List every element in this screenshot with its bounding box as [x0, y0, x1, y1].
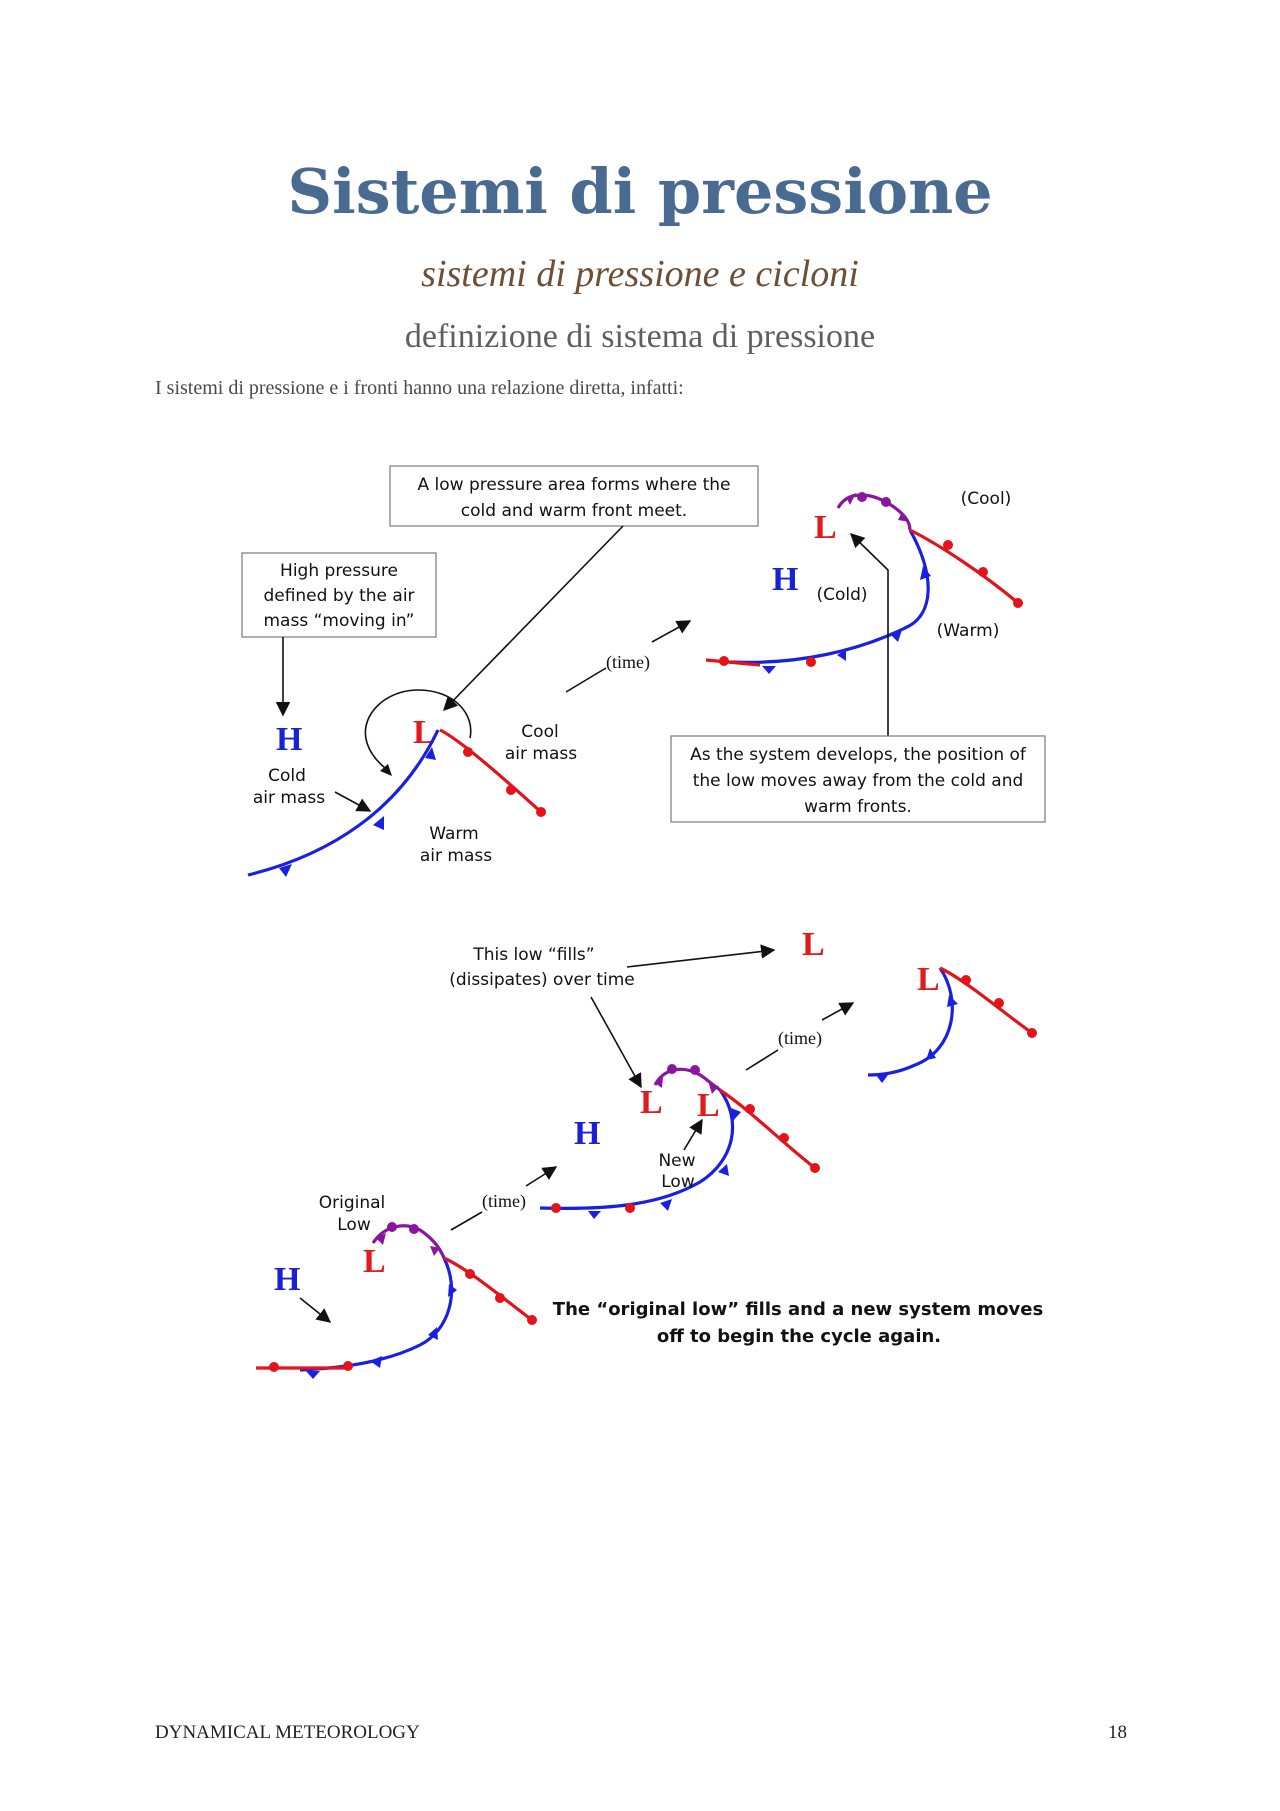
callout-high-pressure: High pressure defined by the air mass “m… [241, 552, 437, 638]
arrow-new-low [683, 1118, 703, 1151]
low-pressure-symbol-1: L [413, 714, 436, 751]
high-pressure-symbol-2: H [772, 561, 798, 598]
fills-label-2: (dissipates) over time [449, 970, 635, 990]
warm-front-2 [909, 528, 1020, 605]
section-heading: definizione di sistema di pressione [404, 318, 876, 355]
warm-label: (Warm) [937, 621, 1000, 641]
cool-air-mass-label-1: Cool [521, 722, 558, 742]
footer-running-title: DYNAMICAL METEOROLOGY [155, 1722, 420, 1743]
original-low-label-1: Original [319, 1193, 386, 1213]
warm-air-mass-label-2: air mass [420, 846, 492, 866]
cold-front-3 [539, 1089, 735, 1210]
callout-develops-line1: As the system develops, the position of [690, 745, 1027, 765]
callout-high-line3: mass “moving in” [264, 611, 415, 631]
occluded-front-4-marks [376, 1222, 440, 1256]
low-pressure-symbol-3b: L [697, 1087, 720, 1124]
warm-front-5-dots [961, 975, 1037, 1038]
cold-label: (Cold) [816, 585, 867, 605]
low-pressure-symbol-2: L [814, 509, 837, 546]
cold-front-5-teeth [876, 995, 958, 1083]
arrow-low-forms [442, 525, 624, 712]
warm-front-5 [939, 966, 1033, 1035]
cold-front-1 [247, 729, 440, 877]
warm-front-1-dots [463, 747, 546, 817]
warm-front-4 [443, 1256, 533, 1322]
cold-air-mass-label-1: Cold [268, 766, 306, 786]
high-pressure-symbol-4: H [274, 1261, 300, 1298]
high-pressure-symbol-3: H [574, 1115, 600, 1152]
low-pressure-symbol-4: L [363, 1243, 386, 1280]
time-arrow-2-tail [450, 1211, 483, 1231]
occluded-front-3-marks [655, 1064, 719, 1094]
rotation-arrow [364, 689, 472, 773]
cool-air-mass-label-2: air mass [505, 744, 577, 764]
time-arrow-3-head [821, 1002, 855, 1021]
arrow-high-4 [299, 1297, 332, 1323]
time-arrow-2-head [525, 1166, 558, 1187]
fills-label-1: This low “fills” [472, 945, 594, 965]
cool-label: (Cool) [961, 489, 1012, 509]
original-low-label-2: Low [337, 1215, 371, 1235]
arrow-develops [849, 532, 889, 736]
callout-high-line2: defined by the air [263, 586, 414, 606]
warm-air-mass-label-1: Warm [429, 824, 478, 844]
cold-front-1-teeth [279, 747, 436, 877]
warm-front-2-dots [719, 540, 1023, 667]
warm-front-4-dots [269, 1269, 537, 1372]
callout-develops-line3: warm fronts. [804, 797, 912, 817]
callout-low-forms: A low pressure area forms where the cold… [389, 465, 759, 527]
page-subtitle: sistemi di pressione e cicloni [421, 253, 859, 295]
callout-develops: As the system develops, the position of … [670, 735, 1046, 823]
time-arrow-3-tail [745, 1049, 779, 1071]
time-label-2: (time) [482, 1191, 526, 1212]
low-pressure-symbol-3a: L [640, 1084, 663, 1121]
arrow-fills-down [590, 996, 642, 1089]
cold-front-3-teeth [588, 1108, 741, 1219]
arrow-cold-air-mass [334, 791, 372, 812]
cold-air-mass-label-2: air mass [253, 788, 325, 808]
callout-low-forms-line2: cold and warm front meet. [461, 501, 687, 521]
callout-high-line1: High pressure [280, 561, 398, 581]
occluded-front-4 [371, 1224, 446, 1259]
occluded-front-2-marks [846, 492, 910, 522]
callout-develops-line2: the low moves away from the cold and [693, 771, 1024, 791]
rotation-arrowhead [380, 764, 392, 776]
time-arrow-1-tail [565, 667, 607, 693]
footer-page-number: 18 [1108, 1722, 1127, 1743]
cold-front-5 [867, 967, 954, 1077]
time-label-1: (time) [606, 652, 650, 673]
cold-front-4-teeth [306, 1284, 457, 1379]
warm-front-3 [719, 1088, 816, 1170]
warm-front-3-dots [551, 1104, 820, 1213]
time-arrow-1-head [651, 620, 692, 643]
arrow-fills-right [626, 944, 776, 968]
intro-paragraph: I sistemi di pressione e i fronti hanno … [155, 377, 684, 399]
cold-front-2-teeth [762, 566, 931, 674]
callout-low-forms-line1: A low pressure area forms where the [417, 475, 730, 495]
caption-line2: off to begin the cycle again. [657, 1326, 941, 1347]
high-pressure-symbol: H [276, 721, 302, 758]
occluded-front-3 [653, 1067, 721, 1092]
time-label-3: (time) [778, 1028, 822, 1049]
low-pressure-symbol-filled: L [802, 926, 825, 963]
new-low-label-2: Low [661, 1172, 695, 1192]
low-pressure-symbol-5: L [917, 961, 940, 998]
warm-front-2-tail [705, 658, 761, 667]
warm-front-1 [439, 728, 543, 814]
caption-line1: The “original low” fills and a new syste… [553, 1299, 1043, 1320]
page-title: Sistemi di pressione [287, 155, 993, 228]
new-low-label-1: New [658, 1151, 695, 1171]
